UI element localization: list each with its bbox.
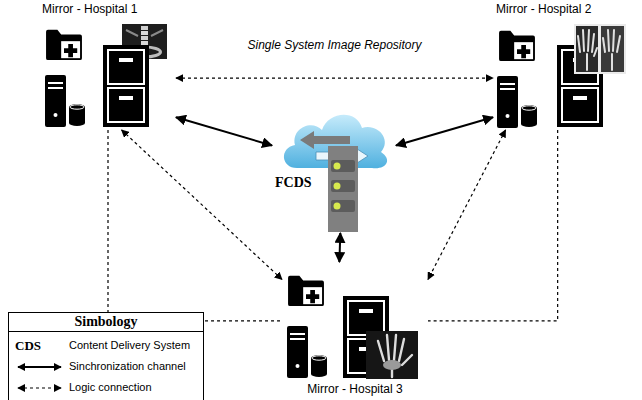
legend-abbreviation: CDS (15, 339, 69, 353)
hospital-mirror: Mirror - Hospital 3 (282, 262, 428, 396)
xray-image (574, 24, 626, 74)
legend-row: Logic connection (9, 378, 203, 397)
server-icon (45, 75, 85, 127)
sample-line (18, 366, 61, 368)
sync-channel (176, 117, 272, 145)
legend-row: CDSContent Delivery System (9, 336, 203, 355)
server-light (334, 163, 341, 170)
edge-label: Single System Image Repository (244, 38, 424, 52)
folder-icon (499, 31, 535, 61)
legend-text: Logic connection (69, 381, 152, 394)
legend-sample (15, 381, 69, 395)
node-label: Mirror - Hospital 1 (42, 2, 176, 16)
server-light (334, 183, 341, 190)
legend-box: SimbologyCDSContent Delivery SystemSinch… (8, 312, 204, 400)
sample-line (18, 387, 61, 388)
server-slot (331, 160, 355, 172)
node-label: Mirror - Hospital 2 (496, 2, 637, 16)
sync-channel (338, 233, 341, 262)
server-icon (287, 326, 327, 378)
hospital-mirror: Mirror - Hospital 2 (493, 2, 637, 130)
logic-sample (15, 381, 65, 395)
logic-connection (108, 130, 282, 321)
sync-channel (396, 117, 493, 145)
server-box (328, 146, 358, 232)
server-icon (497, 76, 537, 128)
legend-text: Content Delivery System (69, 339, 190, 352)
server-light (334, 203, 341, 210)
logic-connection (428, 130, 506, 279)
xray-image (366, 331, 418, 379)
legend-heading: Simbology (9, 313, 203, 332)
legend-row: Sinchronization channel (9, 357, 203, 376)
logic-connection (176, 77, 493, 78)
server-slot (331, 180, 355, 192)
legend-text: Sinchronization channel (69, 360, 186, 373)
folder-icon (46, 30, 82, 60)
cabinet-icon (103, 45, 149, 127)
sync-sample (15, 360, 65, 374)
system-name: FCDS (275, 175, 396, 191)
logic-connection (428, 130, 558, 321)
node-label: Mirror - Hospital 3 (282, 382, 428, 396)
hospital-mirror: Mirror - Hospital 1 (40, 2, 176, 130)
logic-connection (122, 130, 282, 279)
folder-icon (288, 276, 324, 306)
legend-sample (15, 360, 69, 374)
legend-sample: CDS (15, 339, 69, 353)
cloud-node: FCDS (272, 108, 396, 233)
server-slot (331, 200, 355, 212)
